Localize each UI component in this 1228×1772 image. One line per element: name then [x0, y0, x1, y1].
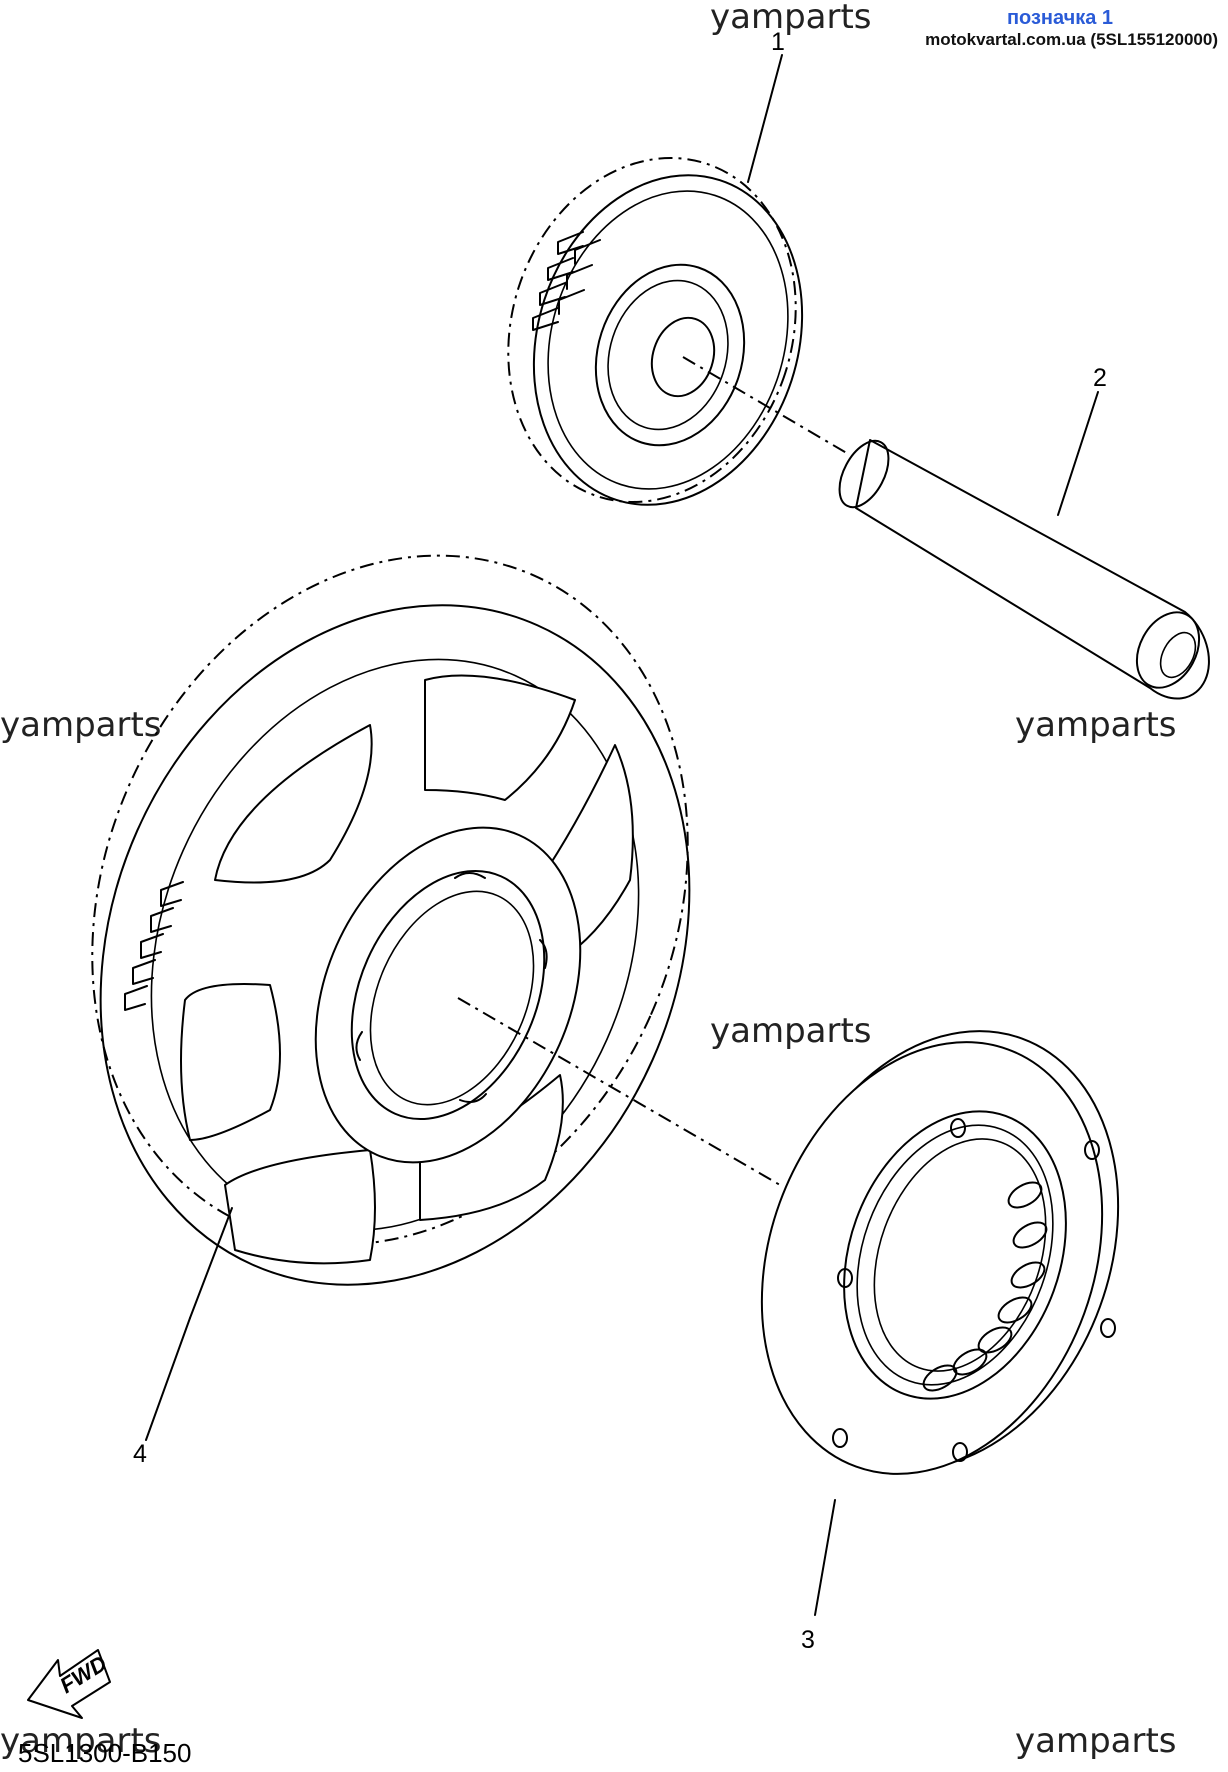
watermark-bottom-right: yamparts: [1015, 1721, 1177, 1761]
centerline-1-2: [682, 356, 851, 456]
leader-3: [814, 1499, 836, 1616]
part-3-one-way-clutch: [760, 1030, 1120, 1475]
watermark-left: yamparts: [0, 705, 162, 745]
watermark-bottom-left: yamparts: [0, 1721, 162, 1761]
leader-1: [747, 54, 783, 183]
watermark-top: yamparts: [710, 0, 872, 37]
callout-1: 1: [771, 28, 785, 56]
part-1-idler-gear: [507, 157, 804, 506]
leader-4: [189, 1207, 233, 1319]
leader-2: [1057, 391, 1099, 516]
callout-4: 4: [133, 1440, 147, 1468]
part-4-starter-wheel-gear: [91, 554, 691, 1286]
callout-2: 2: [1093, 364, 1107, 392]
part-2-shaft: [838, 439, 1210, 700]
watermark-right: yamparts: [1015, 705, 1177, 745]
diagram-code: 5SL1300-B150: [18, 1738, 191, 1768]
centerline-4-3: [457, 997, 781, 1186]
callout-3: 3: [801, 1626, 815, 1654]
header-label: позначка 1: [1007, 7, 1113, 29]
header-source: motokvartal.com.ua (5SL155120000): [925, 30, 1218, 49]
fwd-arrow-icon: FWD: [27, 1649, 111, 1719]
watermark-middle: yamparts: [710, 1011, 872, 1051]
